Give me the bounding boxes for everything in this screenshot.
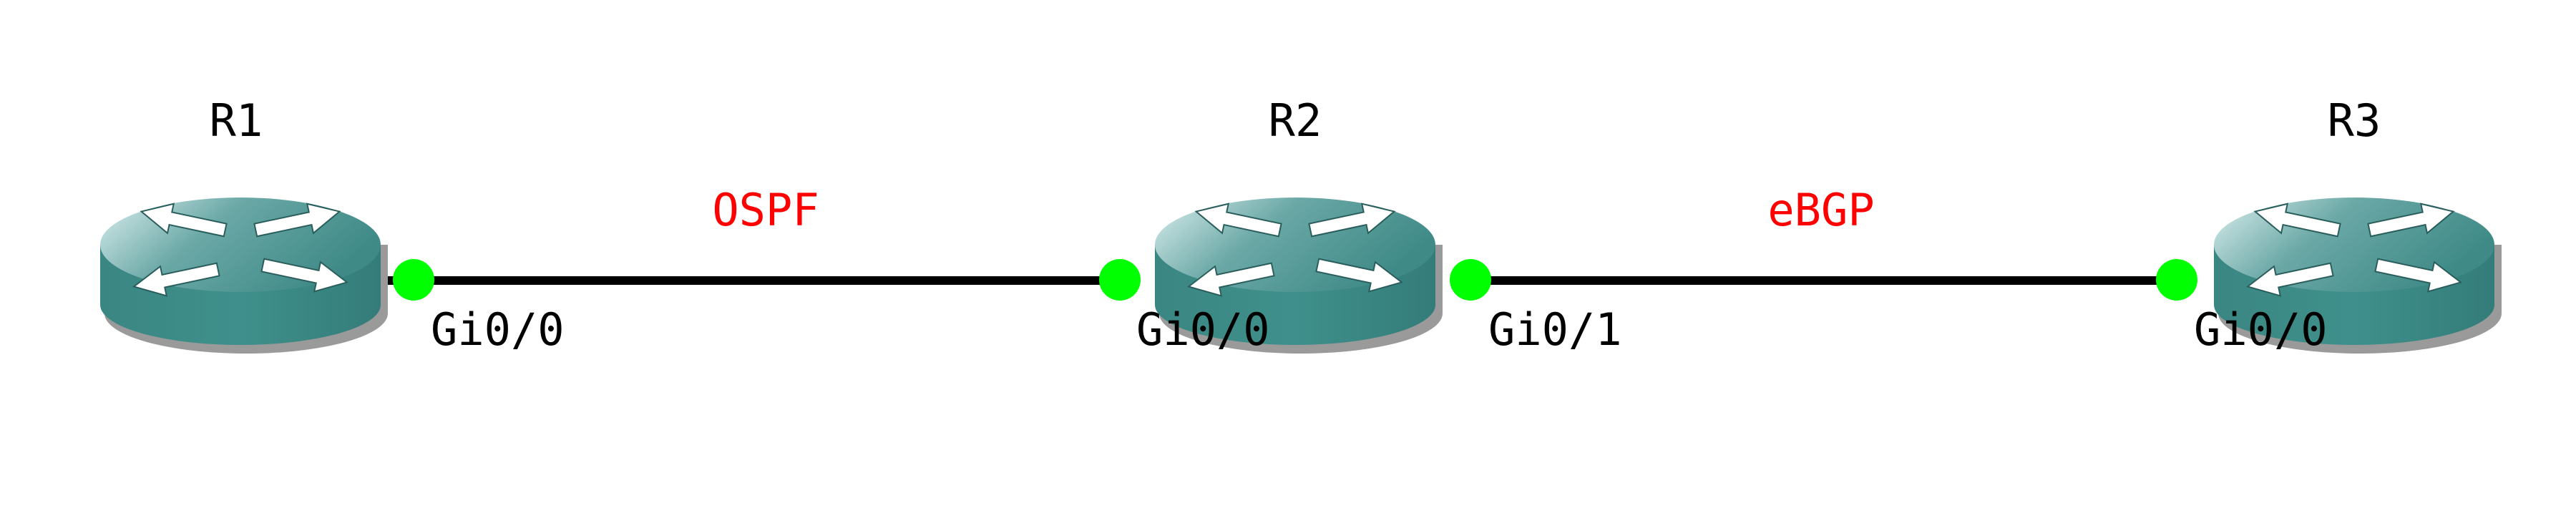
port-label-r2-gi0-0: Gi0/0	[1136, 303, 1270, 356]
router-r3-name: R3	[2328, 94, 2381, 147]
router-r3[interactable]: R3	[2213, 94, 2502, 354]
protocol-label-ospf: OSPF	[712, 184, 819, 236]
router-icon	[99, 196, 389, 354]
router-r2[interactable]: R2	[1154, 94, 1443, 354]
protocol-label-ebgp: eBGP	[1767, 184, 1874, 236]
router-r1-name: R1	[210, 94, 263, 147]
port-dot-r2-gi0-0[interactable]	[1099, 259, 1141, 301]
router-r2-name: R2	[1269, 94, 1322, 147]
port-label-r2-gi0-1: Gi0/1	[1488, 303, 1622, 356]
port-dot-r3-gi0-0[interactable]	[2156, 259, 2197, 301]
port-dot-r2-gi0-1[interactable]	[1450, 259, 1491, 301]
port-label-r1-gi0-0: Gi0/0	[431, 303, 565, 356]
port-label-r3-gi0-0: Gi0/0	[2194, 303, 2328, 356]
router-r1[interactable]: R1	[99, 94, 389, 354]
port-dot-r1-gi0-0[interactable]	[393, 259, 434, 301]
